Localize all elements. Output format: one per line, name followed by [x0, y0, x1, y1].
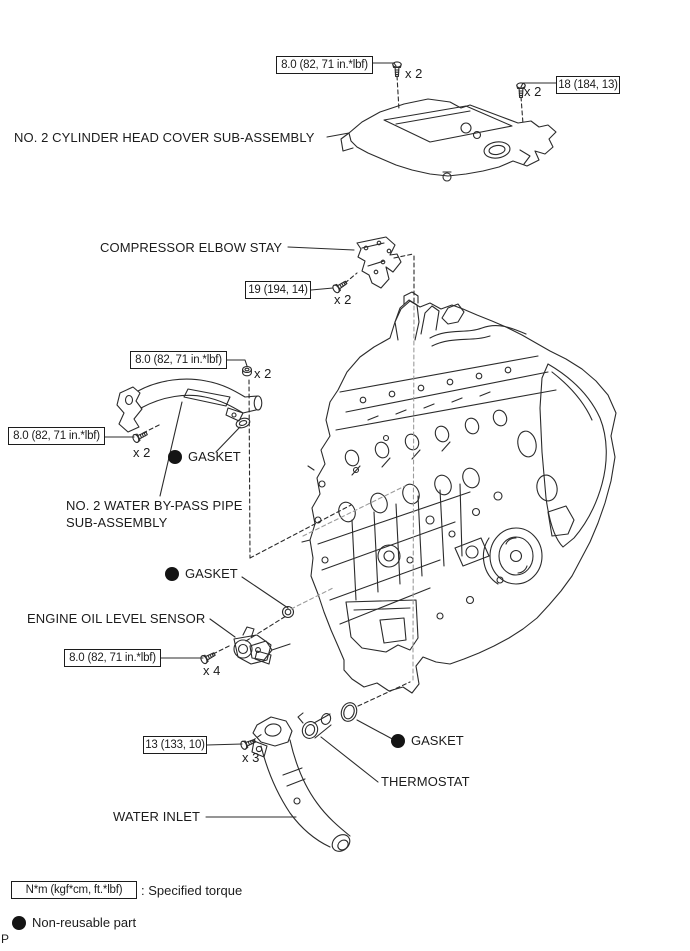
gasket-2-art	[281, 605, 295, 619]
dashed-lines	[142, 75, 524, 742]
part-label-gasket: GASKET	[411, 733, 464, 748]
torque-spec-box: 18 (184, 13)	[556, 76, 620, 94]
non-reusable-bullet-icon	[168, 449, 182, 464]
non-reusable-bullet-icon	[391, 733, 405, 748]
torque-spec-box: 8.0 (82, 71 in.*lbf)	[130, 351, 227, 369]
part-label-bypass-pipe-line1: NO. 2 WATER BY-PASS PIPE	[66, 498, 243, 513]
fastener-count: x 3	[242, 750, 260, 765]
torque-spec-box: 8.0 (82, 71 in.*lbf)	[276, 56, 373, 74]
water-inlet-art	[251, 716, 351, 852]
bypass-pipe-art	[116, 378, 263, 433]
part-label-bypass-pipe-line2: SUB-ASSEMBLY	[66, 515, 168, 530]
fastener-count: x 2	[405, 66, 423, 81]
gasket-label-row: GASKET	[391, 733, 464, 748]
fastener-count: x 2	[334, 292, 352, 307]
legend-non-reusable-label: Non-reusable part	[32, 915, 137, 930]
torque-spec-box: 19 (194, 14)	[245, 281, 311, 299]
part-label-water-inlet: WATER INLET	[113, 809, 201, 824]
thermostat-art	[297, 712, 332, 739]
part-label-gasket: GASKET	[188, 449, 241, 464]
part-label-gasket: GASKET	[185, 566, 238, 581]
part-label-elbow-stay: COMPRESSOR ELBOW STAY	[100, 240, 283, 255]
head-cover-art	[340, 98, 557, 182]
nut-icon	[242, 365, 252, 377]
torque-spec-box: 13 (133, 10)	[143, 736, 207, 754]
hidden-dashed-lines	[290, 305, 415, 683]
non-reusable-bullet-icon	[12, 915, 26, 930]
legend-torque-meaning: : Specified torque	[141, 883, 243, 898]
part-label-head-cover: NO. 2 CYLINDER HEAD COVER SUB-ASSEMBLY	[14, 130, 315, 145]
oil-level-sensor-art	[233, 626, 272, 665]
elbow-stay-art	[356, 236, 402, 289]
fastener-count: x 4	[203, 663, 221, 678]
part-label-oil-level-sensor: ENGINE OIL LEVEL SENSOR	[27, 611, 206, 626]
torque-spec-box: 8.0 (82, 71 in.*lbf)	[64, 649, 161, 667]
part-label-thermostat: THERMOSTAT	[381, 774, 470, 789]
gasket-label-row: GASKET	[168, 449, 241, 464]
fastener-count: x 2	[133, 445, 151, 460]
page-corner-mark: P	[1, 932, 10, 946]
fastener-count: x 2	[254, 366, 272, 381]
fastener-count: x 2	[524, 84, 542, 99]
o-ring-gasket-art	[340, 702, 358, 722]
engine-block-art	[249, 291, 617, 694]
legend-non-reusable-row: Non-reusable part	[12, 915, 136, 930]
legend-torque-symbol-box: N*m (kgf*cm, ft.*lbf)	[11, 881, 137, 899]
gasket-label-row: GASKET	[165, 566, 238, 581]
torque-spec-box: 8.0 (82, 71 in.*lbf)	[8, 427, 105, 445]
gasket-1-art	[235, 417, 251, 429]
non-reusable-bullet-icon	[165, 566, 179, 581]
bolt-icon	[392, 61, 402, 78]
leader-lines	[103, 62, 557, 818]
